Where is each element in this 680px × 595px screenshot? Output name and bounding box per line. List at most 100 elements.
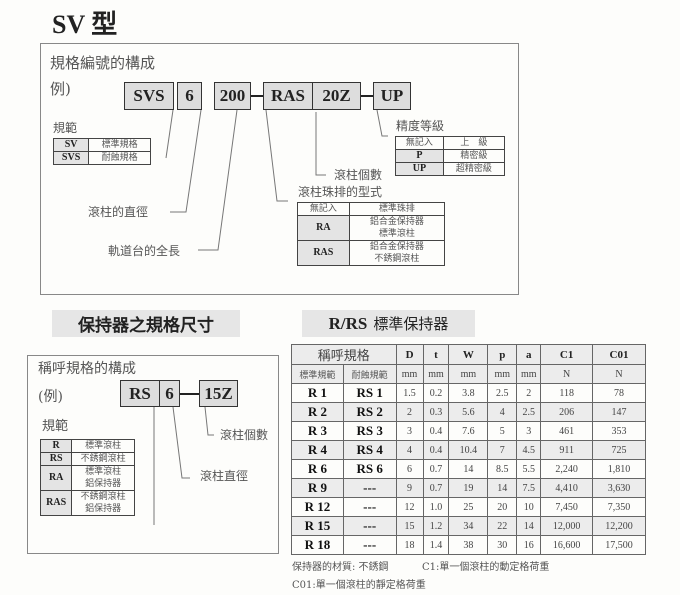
table-cell: 14 bbox=[516, 516, 542, 536]
note-c1: C1:單一個滾柱的動定格荷重 bbox=[422, 562, 550, 573]
table-cell: 5.6 bbox=[448, 402, 489, 422]
table-cell: RS 6 bbox=[342, 459, 397, 479]
table-cell: 12,200 bbox=[592, 516, 646, 536]
table-cell: 1.2 bbox=[422, 516, 450, 536]
note-material: 保持器的材質: 不銹鋼 bbox=[292, 562, 389, 573]
roller-diameter-label: 滾柱的直徑 bbox=[88, 205, 149, 219]
table-cell: 14 bbox=[448, 459, 489, 479]
table-cell: 147 bbox=[592, 402, 646, 422]
table-cell: 4,410 bbox=[540, 478, 594, 498]
table-cell: 14 bbox=[487, 478, 518, 498]
table-cell: 4.5 bbox=[516, 440, 542, 460]
sub-header: 標準規範 bbox=[291, 364, 344, 384]
dash bbox=[251, 95, 263, 97]
code-15z: 15Z bbox=[199, 380, 238, 407]
table-title-text: 標準保持器 bbox=[373, 315, 449, 333]
table-cell: 7,450 bbox=[540, 497, 594, 517]
table-cell: 38 bbox=[448, 535, 489, 555]
col-header: p bbox=[487, 344, 518, 365]
cage-roller-count-label: 滾柱個數 bbox=[220, 428, 269, 442]
table-cell: --- bbox=[342, 497, 397, 517]
table-cell: 18 bbox=[395, 535, 424, 555]
cell: 無記入 bbox=[395, 136, 444, 150]
table-cell: 8.5 bbox=[487, 459, 518, 479]
table-cell: 12 bbox=[395, 497, 424, 517]
table-cell: 1,810 bbox=[592, 459, 646, 479]
cell: 標準滾柱 bbox=[71, 439, 135, 453]
col-header: C01 bbox=[592, 344, 646, 365]
table-cell: 2.5 bbox=[516, 402, 542, 422]
cell: 標準珠排 bbox=[348, 202, 446, 216]
table-cell: RS 3 bbox=[342, 421, 397, 441]
table-cell: 6 bbox=[395, 459, 424, 479]
cell: 上 級 bbox=[442, 136, 506, 150]
unit: mm bbox=[487, 364, 518, 384]
cell: RA bbox=[39, 465, 73, 491]
table-cell: 1.0 bbox=[422, 497, 450, 517]
table-cell: 17,500 bbox=[592, 535, 646, 555]
cell-line: 標準滾柱 bbox=[378, 229, 415, 239]
col-header: a bbox=[516, 344, 542, 365]
table-cell: 2.5 bbox=[487, 383, 518, 403]
cage-composition-box bbox=[27, 355, 279, 554]
table-cell: R 18 bbox=[291, 535, 344, 555]
table-cell: 4 bbox=[395, 440, 424, 460]
table-cell: 9 bbox=[395, 478, 424, 498]
table-cell: 7 bbox=[487, 440, 518, 460]
cell-line: 不銹鋼滾柱 bbox=[80, 492, 126, 502]
cell: SV bbox=[52, 138, 90, 152]
table-cell: 0.2 bbox=[422, 383, 450, 403]
dash bbox=[361, 95, 373, 97]
table-cell: 5.5 bbox=[516, 459, 542, 479]
col-header: D bbox=[395, 344, 424, 365]
table-cell: 10.4 bbox=[448, 440, 489, 460]
spec-table: 稱呼規格 D t W p a C1 C01 標準規範 耐蝕規範 mm mm mm… bbox=[291, 344, 646, 555]
cell: UP bbox=[395, 162, 444, 176]
code-rs: RS bbox=[120, 380, 160, 407]
table-cell: RS 2 bbox=[342, 402, 397, 422]
table-cell: 16 bbox=[516, 535, 542, 555]
table-cell: R 4 bbox=[291, 440, 344, 460]
table-cell: --- bbox=[342, 516, 397, 536]
table-cell: 10 bbox=[516, 497, 542, 517]
code-20z: 20Z bbox=[312, 82, 361, 110]
unit: mm bbox=[422, 364, 450, 384]
unit: N bbox=[592, 364, 646, 384]
table-cell: 0.4 bbox=[422, 440, 450, 460]
table-cell: 30 bbox=[487, 535, 518, 555]
code-up: UP bbox=[373, 82, 411, 110]
table-cell: 34 bbox=[448, 516, 489, 536]
table-cell: --- bbox=[342, 535, 397, 555]
table-cell: 3,630 bbox=[592, 478, 646, 498]
dash bbox=[180, 393, 199, 395]
cell: 超精密級 bbox=[442, 162, 506, 176]
roller-count-label: 滾柱個數 bbox=[334, 168, 383, 182]
cell: RAS bbox=[297, 240, 350, 266]
table-cell: 3 bbox=[516, 421, 542, 441]
cell-line: 鋁保持器 bbox=[85, 504, 122, 514]
cage-heading: 稱呼規格的構成 bbox=[38, 361, 136, 377]
table-cell: 25 bbox=[448, 497, 489, 517]
table-cell: 4 bbox=[487, 402, 518, 422]
cell: P bbox=[395, 149, 444, 163]
table-cell: R 12 bbox=[291, 497, 344, 517]
table-cell: 7,350 bbox=[592, 497, 646, 517]
cage-spec-label: 規範 bbox=[42, 419, 69, 434]
table-cell: 2 bbox=[516, 383, 542, 403]
table-cell: 461 bbox=[540, 421, 594, 441]
cell-line: 鋁合金保持器 bbox=[369, 242, 424, 252]
table-cell: 725 bbox=[592, 440, 646, 460]
code-200: 200 bbox=[214, 82, 251, 110]
